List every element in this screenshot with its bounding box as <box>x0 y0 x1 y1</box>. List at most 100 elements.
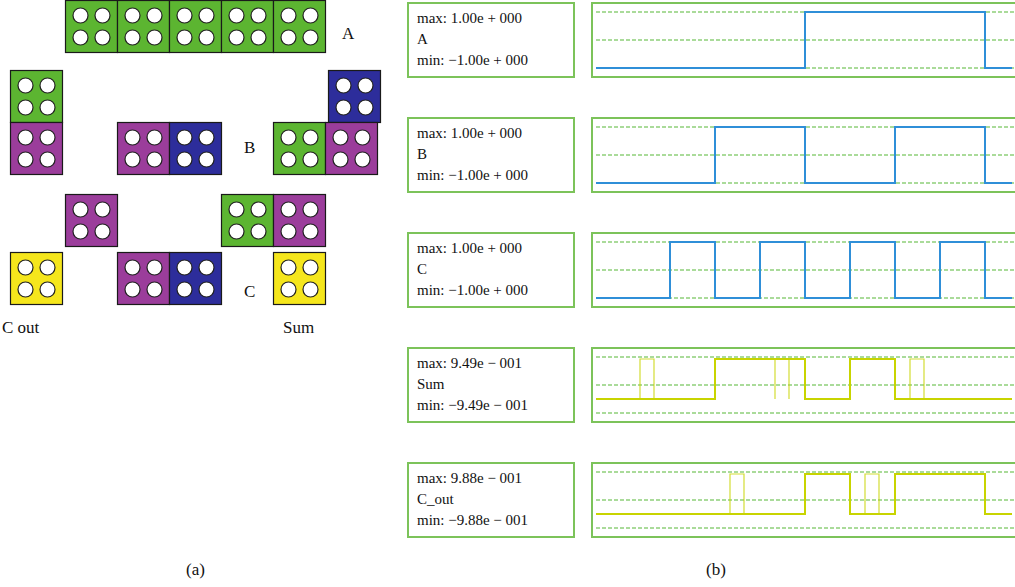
qca-cell <box>11 71 63 123</box>
quantum-dot <box>18 78 33 93</box>
qca-cell <box>118 1 170 53</box>
waveform-panels <box>592 3 1015 537</box>
quantum-dot <box>73 224 88 239</box>
grid-line <box>596 471 1015 473</box>
glitch-trace <box>730 474 744 514</box>
quantum-dot <box>229 202 244 217</box>
signal-trace <box>596 242 1012 298</box>
qca-cell <box>118 123 170 175</box>
quantum-dot <box>177 130 192 145</box>
quantum-dot <box>281 152 296 167</box>
panel-label: (a) <box>186 560 205 580</box>
quantum-dot <box>40 260 55 275</box>
range-value: max: 9.49e − 001 <box>417 353 565 374</box>
quantum-dot <box>355 152 370 167</box>
quantum-dot <box>125 260 140 275</box>
qca-cell <box>329 71 381 123</box>
glitch-trace <box>775 359 789 399</box>
quantum-dot <box>40 78 55 93</box>
quantum-dot <box>251 30 266 45</box>
cell-square <box>66 1 118 53</box>
quantum-dot <box>125 30 140 45</box>
quantum-dot <box>125 130 140 145</box>
signal-label-box: max: 1.00e + 000Cmin: −1.00e + 000 <box>407 232 575 308</box>
quantum-dot <box>281 260 296 275</box>
range-value: max: 1.00e + 000 <box>417 8 565 29</box>
quantum-dot <box>125 8 140 23</box>
quantum-dot <box>95 202 110 217</box>
quantum-dot <box>251 202 266 217</box>
signal-label: C out <box>2 318 39 338</box>
range-value: max: 9.88e − 001 <box>417 468 565 489</box>
quantum-dot <box>199 30 214 45</box>
quantum-dot <box>18 130 33 145</box>
signal-name: C_out <box>417 489 565 510</box>
quantum-dot <box>303 30 318 45</box>
qca-cell <box>66 1 118 53</box>
quantum-dot <box>229 224 244 239</box>
quantum-dot <box>40 152 55 167</box>
cell-square <box>11 123 63 175</box>
qca-cell <box>274 253 326 305</box>
cell-square <box>118 123 170 175</box>
quantum-dot <box>281 130 296 145</box>
cell-square <box>326 123 378 175</box>
signal-label-box: max: 1.00e + 000Bmin: −1.00e + 000 <box>407 117 575 193</box>
cell-square <box>118 1 170 53</box>
cell-square <box>274 1 326 53</box>
quantum-dot <box>177 152 192 167</box>
quantum-dot <box>177 30 192 45</box>
quantum-dot <box>40 100 55 115</box>
quantum-dot <box>125 152 140 167</box>
qca-cell <box>170 253 222 305</box>
cell-square <box>66 195 118 247</box>
quantum-dot <box>355 130 370 145</box>
quantum-dot <box>229 30 244 45</box>
quantum-dot <box>303 260 318 275</box>
quantum-dot <box>303 202 318 217</box>
grid-line <box>596 412 1015 414</box>
range-value: max: 1.00e + 000 <box>417 238 565 259</box>
quantum-dot <box>73 202 88 217</box>
qca-cell <box>326 123 378 175</box>
quantum-dot <box>281 224 296 239</box>
quantum-dot <box>358 78 373 93</box>
cell-square <box>118 253 170 305</box>
waveform-panel <box>592 463 1015 537</box>
cell-square <box>222 195 274 247</box>
signal-label-box: max: 9.88e − 001C_outmin: −9.88e − 001 <box>407 462 575 538</box>
quantum-dot <box>333 130 348 145</box>
range-value: min: −9.49e − 001 <box>417 395 565 416</box>
qca-cell <box>274 195 326 247</box>
waveform-panel <box>592 348 1015 422</box>
quantum-dot <box>303 8 318 23</box>
quantum-dot <box>199 260 214 275</box>
quantum-dot <box>18 100 33 115</box>
quantum-dot <box>229 8 244 23</box>
signal-trace <box>596 127 1012 183</box>
quantum-dot <box>177 8 192 23</box>
quantum-dot <box>281 282 296 297</box>
quantum-dot <box>147 152 162 167</box>
quantum-dot <box>40 130 55 145</box>
qca-cell <box>222 1 274 53</box>
glitch-trace <box>640 359 654 399</box>
qca-cell-layout <box>11 1 381 305</box>
quantum-dot <box>95 30 110 45</box>
grid-line <box>596 527 1015 529</box>
quantum-dot <box>177 282 192 297</box>
quantum-dot <box>281 30 296 45</box>
quantum-dot <box>125 282 140 297</box>
range-value: min: −1.00e + 000 <box>417 50 565 71</box>
quantum-dot <box>147 260 162 275</box>
qca-cell <box>274 1 326 53</box>
waveform-panel <box>592 233 1015 307</box>
quantum-dot <box>73 30 88 45</box>
quantum-dot <box>40 282 55 297</box>
waveform-panel <box>592 3 1015 77</box>
quantum-dot <box>303 282 318 297</box>
signal-label: Sum <box>283 318 314 338</box>
signal-label: A <box>342 24 354 44</box>
qca-cell <box>11 123 63 175</box>
quantum-dot <box>358 100 373 115</box>
